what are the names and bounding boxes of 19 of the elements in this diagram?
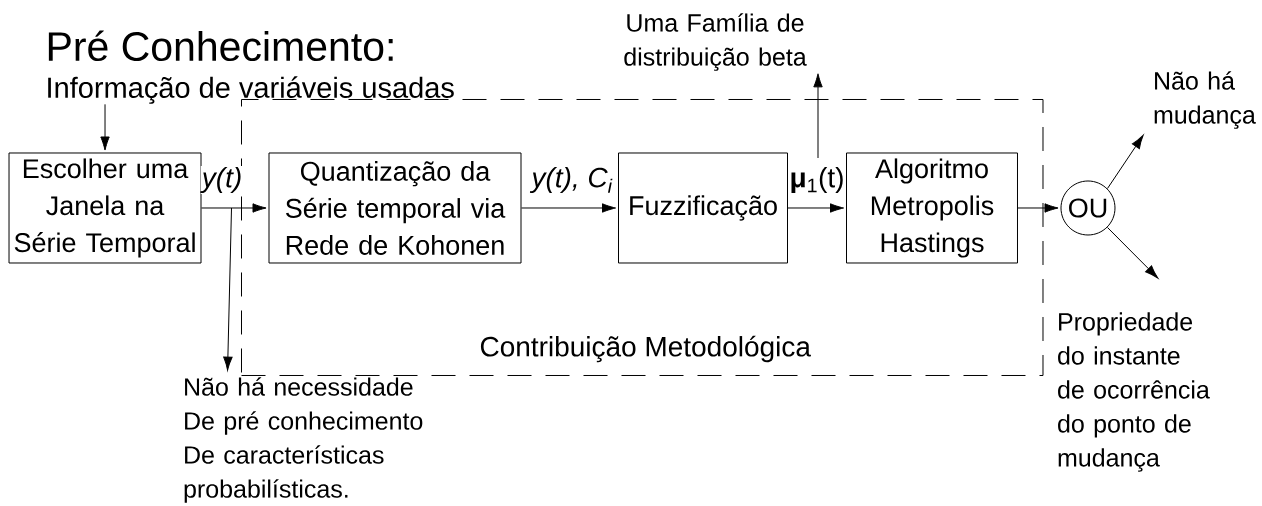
- arrow: [223, 207, 233, 371]
- arrow: [1106, 226, 1159, 279]
- annotation-text: Propriedade do instante de ocorrência do ponto de mudança: [1058, 312, 1210, 472]
- annotation-text: Uma Família de distribuição beta: [624, 13, 807, 71]
- arrow: [1017, 203, 1059, 213]
- edge-label: y(t), C$_{i}$: [529, 165, 614, 195]
- annotation-text: Não há necessidade De pré conhecimento De características probabilísticas.: [184, 377, 423, 503]
- process-box: Quantização da Série temporal via Rede de Kohonen: [268, 152, 522, 264]
- annotation-text: Não há mudança: [1154, 71, 1256, 129]
- process-box: Fuzzificação: [618, 152, 788, 264]
- arrow: [1106, 134, 1144, 190]
- arrow: [787, 203, 845, 213]
- arrow: [521, 203, 617, 213]
- edge-label: μ$_{1}$(t): [788, 165, 846, 195]
- edge-label: y(t): [200, 165, 244, 195]
- arrow: [201, 203, 267, 213]
- process-box: Algoritmo Metropolis Hastings: [846, 152, 1018, 264]
- arrow: [100, 103, 110, 151]
- arrow: [813, 73, 823, 159]
